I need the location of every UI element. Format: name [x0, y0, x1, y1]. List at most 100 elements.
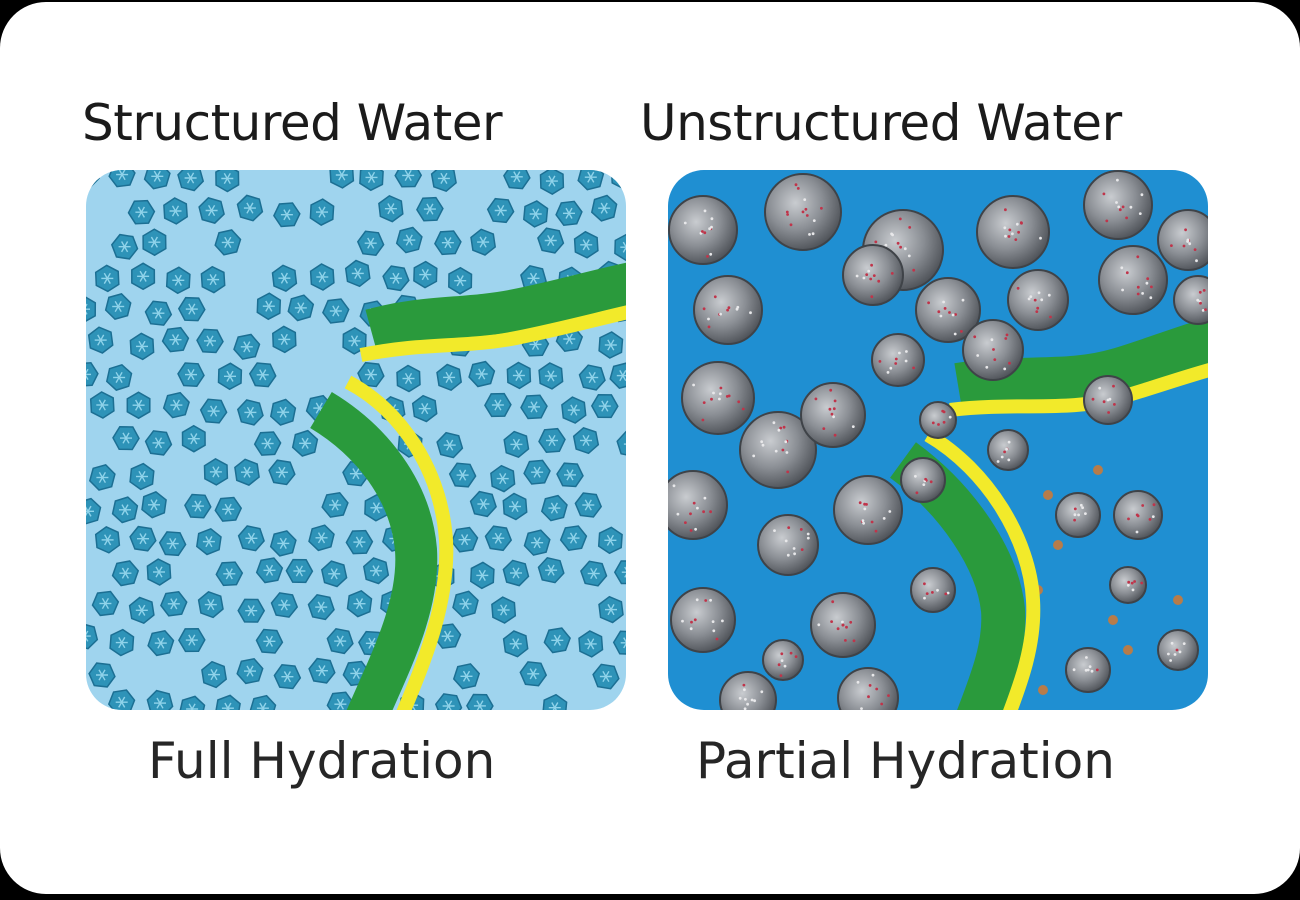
hexagon-molecule-icon [592, 663, 620, 690]
brown-particle [1108, 615, 1118, 625]
water-cluster-icon [976, 195, 1050, 269]
hexagon-molecule-icon [411, 394, 438, 423]
hexagon-molecule-icon [184, 493, 212, 519]
water-cluster-icon [1098, 245, 1168, 315]
water-cluster-icon [739, 411, 817, 489]
hexagon-molecule-icon [201, 660, 228, 689]
brown-particle [1173, 595, 1183, 605]
hexagon-molecule-icon [309, 198, 335, 226]
hexagon-molecule-icon [255, 628, 284, 654]
hexagon-molecule-icon [104, 293, 132, 320]
hexagon-molecule-icon [538, 362, 564, 390]
hexagon-molecule-icon [580, 560, 608, 587]
hexagon-molecule-icon [131, 262, 156, 291]
hexagon-molecule-icon [598, 595, 624, 624]
hexagon-molecule-icon [523, 459, 551, 485]
brown-particle [1053, 540, 1063, 550]
hexagon-molecule-icon [308, 657, 336, 684]
hexagon-molecule-icon [396, 364, 421, 393]
hexagon-molecule-icon [177, 170, 205, 192]
brown-particle [1093, 465, 1103, 475]
hexagon-molecule-icon [573, 230, 599, 259]
hexagon-molecule-icon [179, 695, 206, 710]
hexagon-molecule-icon [378, 194, 404, 223]
hexagon-molecule-icon [287, 294, 315, 322]
hexagon-molecule-icon [195, 527, 222, 556]
hexagon-molecule-icon [357, 361, 385, 388]
partial-hydration-caption: Partial Hydration [696, 732, 1115, 790]
hexagon-molecule-icon [217, 362, 243, 391]
hexagon-molecule-icon [322, 298, 350, 324]
hexagon-molecule-icon [269, 530, 297, 557]
hexagon-molecule-icon [309, 263, 335, 291]
hexagon-molecule-icon [128, 596, 155, 625]
hexagon-molecule-icon [502, 630, 529, 658]
membrane-upper-green [954, 317, 1208, 407]
water-cluster-icon [1007, 269, 1069, 331]
brown-particle [1123, 645, 1133, 655]
hexagon-molecule-icon [430, 170, 457, 193]
membrane-lower-yellow [924, 428, 1041, 710]
hexagon-molecule-icon [215, 561, 244, 587]
hexagon-molecule-icon [94, 264, 120, 293]
hexagon-molecule-icon [291, 429, 319, 457]
water-cluster-icon [810, 592, 876, 658]
hexagon-molecule-icon [434, 693, 463, 710]
water-cluster-icon [762, 639, 804, 681]
structured-water-panel [86, 170, 626, 710]
hexagon-molecule-icon [559, 525, 588, 552]
water-cluster-icon [693, 275, 763, 345]
brown-particles [1033, 465, 1183, 695]
hexagon-molecule-icon [469, 490, 497, 518]
hexagon-molecule-icon [160, 590, 188, 617]
hexagon-molecule-icon [572, 426, 600, 455]
hexagon-molecule-icon [199, 398, 228, 424]
hexagon-molecule-icon [285, 558, 314, 584]
water-cluster-icon [987, 429, 1029, 471]
water-cluster-icon [668, 195, 738, 265]
hexagon-molecule-icon [537, 227, 565, 254]
hexagon-molecule-icon [268, 459, 296, 486]
hexagon-molecule-icon [450, 526, 479, 553]
hexagon-molecule-icon [108, 170, 136, 188]
hexagon-molecule-icon [273, 664, 302, 690]
hexagon-molecule-icon [110, 233, 139, 260]
hexagon-molecule-icon [342, 327, 367, 355]
hexagon-molecule-icon [86, 624, 99, 650]
hexagon-molecule-icon [308, 524, 335, 552]
hexagon-molecule-icon [448, 462, 477, 488]
hexagon-molecule-icon [165, 266, 191, 295]
hexagon-molecule-icon [452, 590, 479, 618]
hexagon-molecule-icon [87, 326, 114, 354]
hexagon-molecule-icon [111, 496, 139, 524]
hexagon-molecule-icon [519, 661, 548, 687]
water-cluster-icon [1083, 375, 1133, 425]
water-cluster-icon [1157, 629, 1199, 671]
hexagon-molecule-icon [539, 170, 565, 195]
hexagon-molecule-icon [256, 292, 282, 321]
hexagon-molecule-icon [434, 230, 462, 256]
water-cluster-icon [910, 567, 956, 613]
water-cluster-icon [837, 667, 899, 710]
hexagon-molecule-icon [94, 526, 121, 554]
hexagon-molecule-icon [249, 694, 277, 710]
hexagon-molecule-icon [344, 259, 371, 288]
hexagon-molecule-icon [234, 458, 260, 486]
hexagon-molecule-icon [416, 196, 444, 222]
water-cluster-icon [833, 475, 903, 545]
water-cluster-icon [670, 587, 736, 653]
hexagon-molecule-icon [111, 560, 140, 587]
hexagon-molecule-icon [86, 362, 99, 387]
hexagon-molecule-icon [452, 663, 481, 690]
water-cluster-icon [1065, 647, 1111, 693]
hexagon-molecule-icon [503, 430, 530, 459]
large-water-clusters [668, 170, 1208, 710]
hexagon-molecule-icon [543, 627, 571, 654]
hexagon-molecule-icon [578, 630, 604, 658]
membrane-upper-yellow [359, 305, 626, 362]
water-cluster-icon [842, 244, 904, 306]
hexagon-molecule-icon [307, 593, 335, 621]
hexagon-molecule-icon [321, 491, 349, 518]
hexagon-molecule-icon [578, 364, 606, 391]
